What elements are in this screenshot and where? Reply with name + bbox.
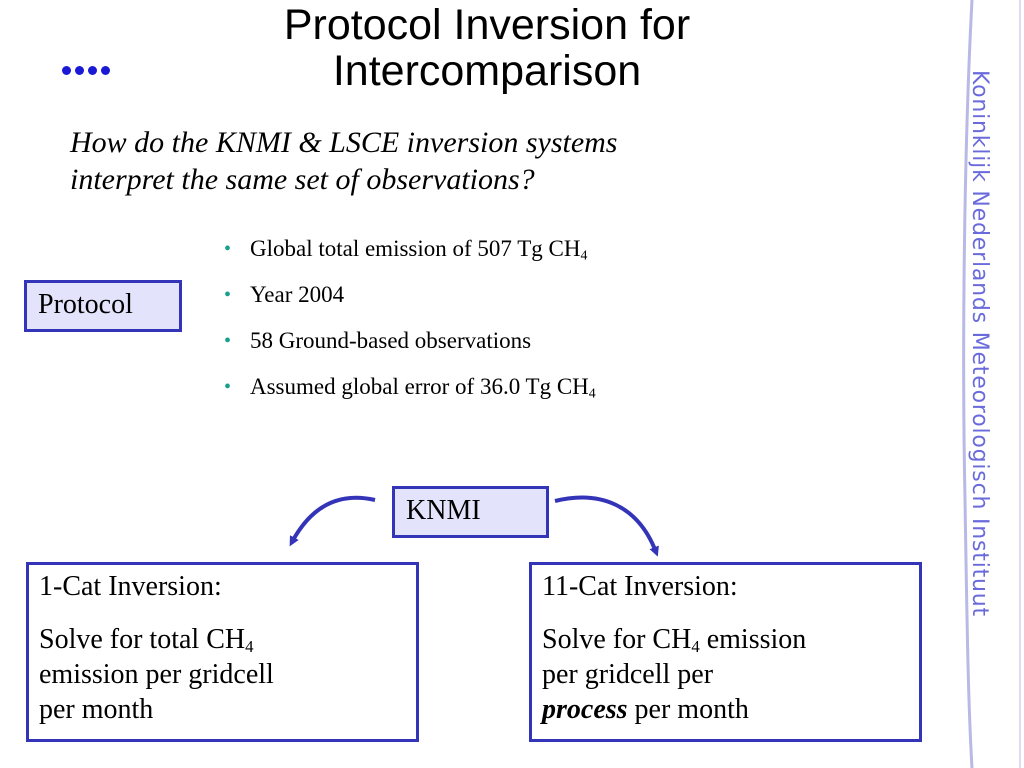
knmi-box: KNMI (392, 486, 549, 538)
bullet-subscript: 4 (580, 247, 588, 263)
protocol-bullet-list: •Global total emission of 507 Tg CH4 •Ye… (222, 232, 596, 416)
bullet-item: • Assumed global error of 36.0 Tg CH4 (222, 370, 596, 416)
cat1-heading: 1-Cat Inversion: (39, 571, 222, 602)
title-line-1: Protocol Inversion for (283, 1, 691, 49)
cat1-line3: per month (39, 694, 154, 725)
cat1-line2: emission per gridcell (39, 659, 274, 690)
bullet-text: Assumed global error of 36.0 Tg CH (250, 374, 589, 399)
title-line-2: Intercomparison (332, 47, 642, 95)
slide-subtitle: How do the KNMI & LSCE inversion systems… (70, 124, 830, 198)
one-cat-inversion-box: 1-Cat Inversion: Solve for total CH4 emi… (26, 562, 419, 742)
cat11-line1: Solve for CH4 emission (542, 624, 807, 657)
bullet-icon: • (224, 330, 232, 352)
protocol-box: Protocol (24, 280, 182, 332)
bullet-icon: • (224, 284, 232, 306)
slide-title: Protocol Inversion for Intercomparison (200, 2, 774, 94)
institute-name-sidebar: Koninklijk Nederlands Meteorologisch Ins… (967, 70, 992, 617)
left-curved-arrow-icon (289, 495, 376, 547)
subtitle-line-1: How do the KNMI & LSCE inversion systems (70, 126, 618, 159)
subtitle-line-2: interpret the same set of observations? (70, 163, 535, 196)
right-curved-arrow-icon (554, 495, 659, 557)
bullet-item: • Year 2004 (222, 278, 596, 324)
sidebar-decoration (962, 0, 1021, 768)
bullet-item: • Global total emission of 507 Tg CH4 (222, 232, 596, 278)
cat1-line1: Solve for total CH4 (39, 624, 254, 657)
flow-arrows (289, 495, 659, 557)
bullet-icon: • (224, 238, 232, 260)
cat11-heading: 11-Cat Inversion: (542, 571, 738, 602)
bullet-subscript: 4 (588, 385, 596, 401)
decorative-dots-icon (62, 66, 122, 86)
eleven-cat-inversion-box: 11-Cat Inversion: Solve for CH4 emission… (529, 562, 922, 742)
bullet-icon: • (224, 376, 232, 398)
cat11-line3: process per month (542, 694, 749, 725)
bullet-item: • 58 Ground-based observations (222, 324, 596, 370)
bullet-text: 58 Ground-based observations (250, 328, 532, 353)
cat11-line2: per gridcell per (542, 659, 714, 690)
bullet-text: Global total emission of 507 Tg CH (250, 236, 581, 261)
bullet-text: Year 2004 (250, 282, 345, 307)
